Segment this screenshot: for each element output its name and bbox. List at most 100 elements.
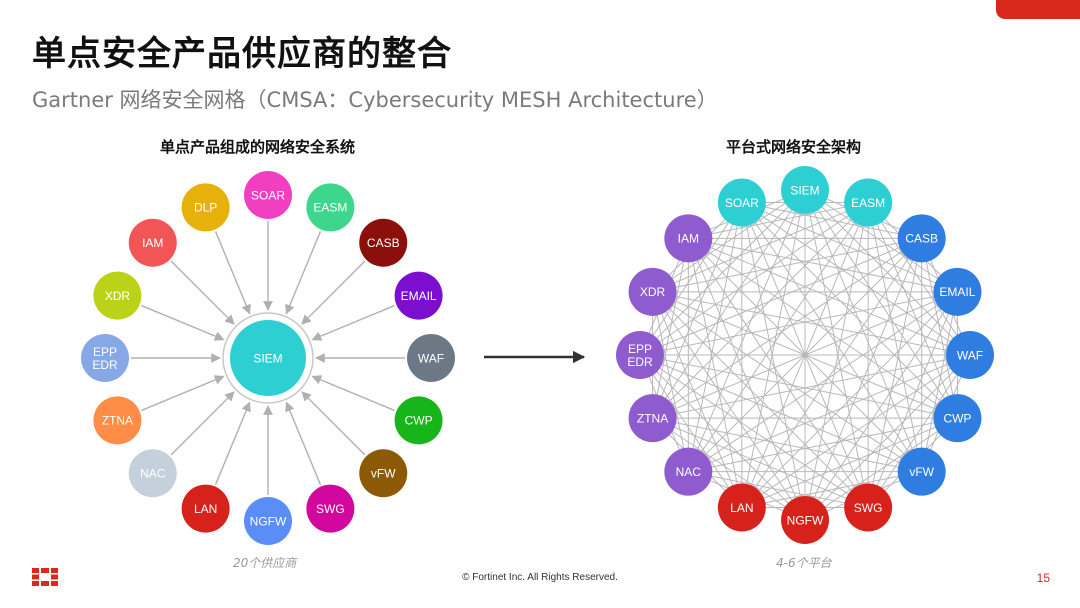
mesh-link bbox=[804, 189, 869, 508]
node-ngfw: NGFW bbox=[244, 497, 292, 545]
node-soar: SOAR bbox=[244, 171, 292, 219]
node-dlp-label: DLP bbox=[194, 201, 217, 215]
mesh-link bbox=[652, 291, 971, 356]
mesh-link bbox=[688, 471, 869, 508]
corner-accent bbox=[996, 0, 1080, 19]
platform-node-soar-circle bbox=[717, 178, 766, 227]
platform-node-nac-circle bbox=[664, 447, 713, 496]
hub-siem: SIEM bbox=[230, 320, 306, 396]
spoke-arrow bbox=[301, 391, 366, 456]
node-email: EMAIL bbox=[394, 271, 443, 320]
mesh-link bbox=[687, 237, 971, 356]
node-waf-label: WAF bbox=[418, 351, 444, 365]
mesh-link bbox=[687, 202, 743, 472]
mesh-link bbox=[652, 238, 689, 419]
mesh-link bbox=[741, 202, 869, 508]
node-ngfw-label: NGFW bbox=[250, 514, 287, 528]
node-iam-circle bbox=[128, 218, 177, 267]
mesh-link bbox=[741, 202, 971, 356]
page-title: 单点安全产品供应商的整合 bbox=[32, 34, 452, 74]
platform-node-cwp-circle bbox=[933, 394, 982, 443]
node-email-label: EMAIL bbox=[401, 289, 437, 303]
hub-siem-label: SIEM bbox=[253, 351, 282, 365]
mesh-link bbox=[652, 291, 806, 521]
spoke-arrow bbox=[311, 375, 395, 412]
platform-node-email: EMAIL bbox=[933, 267, 982, 316]
node-vfw-circle bbox=[359, 449, 408, 498]
platform-node-casb: CASB bbox=[897, 214, 946, 263]
platform-node-email-label: EMAIL bbox=[939, 285, 975, 299]
platform-node-siem: SIEM bbox=[781, 166, 829, 214]
platform-node-nac: NAC bbox=[664, 447, 713, 496]
platform-node-swg-label: SWG bbox=[854, 501, 883, 515]
node-iam: IAM bbox=[128, 218, 177, 267]
platform-node-epp-edr-circle bbox=[616, 331, 664, 379]
spoke-arrow bbox=[141, 304, 225, 341]
platform-node-vfw-label: vFW bbox=[909, 465, 934, 479]
platform-node-easm-circle bbox=[844, 178, 893, 227]
node-soar-label: SOAR bbox=[251, 188, 285, 202]
platform-node-xdr-circle bbox=[628, 267, 677, 316]
platform-node-ngfw-circle bbox=[781, 496, 829, 544]
platform-node-ztna-circle bbox=[628, 394, 677, 443]
platform-node-waf: WAF bbox=[946, 331, 994, 379]
node-ztna-circle bbox=[93, 396, 142, 445]
platform-node-casb-circle bbox=[897, 214, 946, 263]
spoke-arrow bbox=[170, 260, 235, 325]
platform-node-iam: IAM bbox=[664, 214, 713, 263]
platform-node-easm: EASM bbox=[844, 178, 893, 227]
node-nac-label: NAC bbox=[140, 467, 166, 481]
node-casb-label: CASB bbox=[367, 236, 400, 250]
right-caption: 4-6个平台 bbox=[776, 556, 832, 570]
node-dlp: DLP bbox=[181, 183, 230, 232]
mesh-link bbox=[639, 354, 869, 508]
mesh-link bbox=[919, 291, 958, 473]
fortinet-logo-icon bbox=[32, 568, 58, 586]
platform-node-siem-circle bbox=[781, 166, 829, 214]
platform-node-lan-circle bbox=[717, 483, 766, 532]
node-cwp-label: CWP bbox=[405, 414, 433, 428]
mesh-link bbox=[804, 189, 959, 293]
platform-node-swg-circle bbox=[844, 483, 893, 532]
node-epp-edr-circle bbox=[81, 334, 129, 382]
page-number: 15 bbox=[1036, 571, 1050, 585]
mesh-link bbox=[652, 202, 743, 419]
node-xdr-circle bbox=[93, 271, 142, 320]
mesh-link bbox=[804, 417, 958, 521]
mesh-link bbox=[639, 291, 958, 358]
node-lan-circle bbox=[181, 484, 230, 533]
mesh-link bbox=[652, 291, 743, 508]
platform-node-soar-label: SOAR bbox=[725, 196, 759, 210]
node-xdr: XDR bbox=[93, 271, 142, 320]
mesh-link bbox=[688, 237, 958, 419]
mesh-link bbox=[739, 189, 806, 509]
node-soar-circle bbox=[244, 171, 292, 219]
mesh-link bbox=[741, 471, 922, 510]
right-platform-nodes: SIEMEASMCASBEMAILWAFCWPvFWSWGNGFWLANNACZ… bbox=[616, 166, 994, 544]
spoke-arrow bbox=[311, 304, 395, 341]
right-panel-title: 平台式网络安全架构 bbox=[726, 138, 862, 156]
platform-node-swg: SWG bbox=[844, 483, 893, 532]
mesh-link bbox=[867, 202, 971, 356]
node-cwp-circle bbox=[394, 396, 443, 445]
platform-node-waf-circle bbox=[946, 331, 994, 379]
platform-node-nac-label: NAC bbox=[676, 465, 702, 479]
mesh-link bbox=[921, 238, 958, 419]
platform-node-xdr: XDR bbox=[628, 267, 677, 316]
node-epp-edr-label: EDR bbox=[92, 358, 118, 372]
platform-node-lan: LAN bbox=[717, 483, 766, 532]
footer-copyright: © Fortinet Inc. All Rights Reserved. bbox=[462, 572, 618, 583]
node-easm-label: EASM bbox=[313, 201, 347, 215]
platform-node-ngfw-label: NGFW bbox=[787, 513, 824, 527]
node-easm-circle bbox=[306, 183, 355, 232]
node-waf: WAF bbox=[407, 334, 455, 382]
node-lan-label: LAN bbox=[194, 502, 217, 516]
spoke-arrow bbox=[214, 231, 251, 315]
node-xdr-label: XDR bbox=[105, 289, 131, 303]
platform-node-epp-edr-label: EPP bbox=[628, 342, 652, 356]
page-subtitle: Gartner 网络安全网格（CMSA：Cybersecurity MESH A… bbox=[32, 88, 718, 112]
mesh-link bbox=[639, 354, 958, 419]
spoke-arrow bbox=[170, 391, 235, 456]
platform-node-easm-label: EASM bbox=[851, 196, 885, 210]
